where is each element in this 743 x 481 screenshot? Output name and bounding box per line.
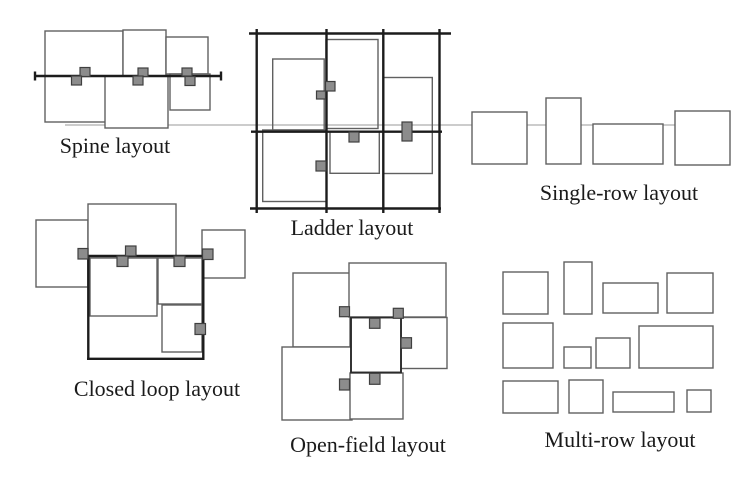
dept-box-multi-row	[602, 282, 659, 314]
io-port-closed-loop	[173, 255, 186, 268]
io-port-closed-loop	[201, 248, 214, 261]
io-port-open-field	[338, 306, 351, 318]
dept-box-spine	[169, 73, 211, 111]
dept-box-multi-row	[568, 379, 604, 414]
io-port-open-field	[338, 378, 351, 391]
figure-label-open-field: Open-field layout	[290, 432, 446, 457]
dept-box-multi-row	[595, 337, 631, 369]
io-port-spine	[132, 75, 144, 86]
dept-box-multi-row	[563, 261, 593, 315]
io-port-closed-loop	[77, 247, 89, 260]
dept-box-multi-row	[638, 325, 714, 369]
io-port-spine	[70, 75, 83, 86]
dept-box-multi-row	[666, 272, 714, 314]
dept-box-multi-row	[612, 391, 675, 413]
io-port-closed-loop	[116, 255, 129, 268]
io-port-ladder	[401, 121, 413, 142]
io-port-closed-loop	[194, 322, 207, 336]
io-port-spine	[184, 75, 196, 87]
io-port-ladder	[348, 131, 360, 143]
io-port-open-field	[392, 307, 404, 319]
io-port-spine	[79, 66, 91, 78]
dept-box-multi-row	[502, 380, 559, 414]
dept-box-single-row	[674, 110, 731, 166]
io-port-ladder	[324, 80, 336, 92]
io-port-ladder	[315, 160, 327, 172]
dept-box-single-row	[471, 111, 528, 165]
figure-label-ladder: Ladder layout	[290, 215, 414, 240]
io-port-spine	[181, 67, 193, 77]
io-port-open-field	[368, 372, 381, 385]
figure-label-spine: Spine layout	[59, 133, 171, 158]
dept-box-single-row	[545, 97, 582, 165]
figure-label-multi-row: Multi-row layout	[544, 427, 696, 452]
dept-box-multi-row	[686, 389, 712, 413]
dept-box-single-row	[592, 123, 664, 165]
dept-box-multi-row	[502, 322, 554, 369]
io-port-open-field	[368, 317, 381, 329]
io-port-closed-loop	[124, 245, 137, 257]
dept-box-multi-row	[502, 271, 549, 315]
io-port-spine	[137, 67, 149, 78]
io-port-ladder	[315, 90, 327, 100]
figure-label-closed-loop: Closed loop layout	[73, 376, 241, 401]
dept-box-multi-row	[563, 346, 592, 369]
dept-box-closed-loop	[89, 257, 158, 317]
io-port-open-field	[400, 337, 413, 349]
figure-label-single-row: Single-row layout	[539, 180, 699, 205]
